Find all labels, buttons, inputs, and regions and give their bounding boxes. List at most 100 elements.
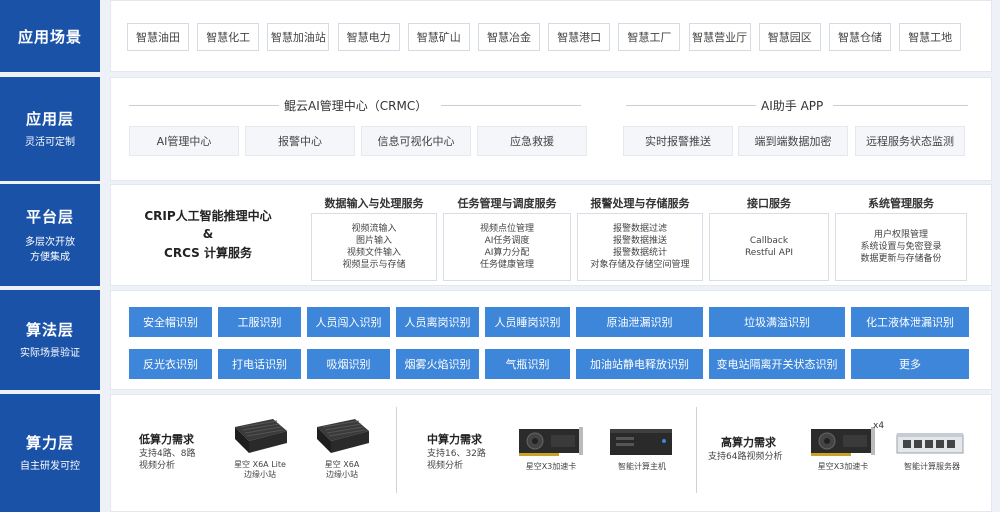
high-compute-title: 高算力需求 — [721, 436, 776, 449]
algorithm-button[interactable]: 打电话识别 — [218, 349, 301, 379]
algorithm-button[interactable]: 气瓶识别 — [485, 349, 570, 379]
algorithm-button[interactable]: 加油站静电释放识别 — [576, 349, 703, 379]
scene-content: 智慧油田智慧化工智慧加油站智慧电力智慧矿山智慧冶金智慧港口智慧工厂智慧营业厅智慧… — [110, 0, 992, 72]
platform-service-line: Restful API — [744, 248, 794, 258]
accelerator-card-icon — [519, 427, 583, 456]
application-content: 鲲云AI管理中心（CRMC） AI助手 APP AI管理中心报警中心信息可视化中… — [110, 77, 992, 181]
compute-divider-1 — [396, 407, 397, 493]
crmc-line-left — [129, 105, 279, 106]
application-layer-subtitle: 灵活可定制 — [25, 137, 75, 148]
algorithm-button[interactable]: 化工液体泄漏识别 — [851, 307, 969, 337]
platform-service-line: AI任务调度 — [484, 236, 530, 246]
high-compute-desc: 支持64路视频分析 — [708, 452, 783, 462]
platform-service-box: 视频流输入图片输入视频文件输入视频显示与存储 — [311, 213, 437, 281]
algorithm-button[interactable]: 人员闯入识别 — [307, 307, 390, 337]
scene-item[interactable]: 智慧加油站 — [267, 23, 330, 51]
algorithm-button[interactable]: 人员离岗识别 — [396, 307, 479, 337]
compute-layer: 算力层 自主研发可控 低算力需求 支持4路、8路 视频分析 星空 X6A Lit… — [0, 394, 1000, 512]
scene-item[interactable]: 智慧营业厅 — [688, 23, 751, 51]
platform-core-amp: & — [202, 227, 214, 241]
compute-layer-subtitle: 自主研发可控 — [20, 461, 80, 472]
edge-station-label-1: 星空 X6A — [324, 460, 360, 469]
crmc-title: 鲲云AI管理中心（CRMC） — [284, 99, 428, 113]
platform-service-title: 数据输入与处理服务 — [324, 197, 424, 210]
scene-item[interactable]: 智慧工厂 — [618, 23, 681, 51]
platform-service-line: 报警数据过滤 — [612, 224, 667, 234]
assistant-line-right — [833, 105, 968, 106]
algorithm-layer-label: 算法层 实际场景验证 — [0, 290, 100, 390]
application-layer-label: 应用层 灵活可定制 — [0, 77, 100, 181]
algorithm-layer-title: 算法层 — [25, 321, 74, 339]
crmc-item[interactable]: 报警中心 — [245, 126, 355, 156]
platform-service-title: 系统管理服务 — [868, 197, 934, 210]
assistant-item[interactable]: 端到端数据加密 — [738, 126, 848, 156]
platform-core: CRIP人工智能推理中心 & CRCS 计算服务 — [123, 207, 293, 261]
algorithm-button[interactable]: 烟雾火焰识别 — [396, 349, 479, 379]
compute-server-label: 智能计算服务器 — [904, 462, 960, 471]
mid-compute-desc-2: 视频分析 — [427, 461, 464, 471]
platform-service-line: AI算力分配 — [484, 248, 530, 258]
scene-layer: 应用场景 智慧油田智慧化工智慧加油站智慧电力智慧矿山智慧冶金智慧港口智慧工厂智慧… — [0, 0, 1000, 72]
platform-layer-subtitle-1: 多层次开放 — [25, 236, 75, 248]
scene-item[interactable]: 智慧仓储 — [829, 23, 891, 51]
accelerator-card-multiplier: x4 — [873, 421, 885, 431]
scene-item[interactable]: 智慧油田 — [127, 23, 189, 51]
scene-item[interactable]: 智慧化工 — [197, 23, 260, 51]
application-layer-title: 应用层 — [25, 110, 74, 128]
algorithm-button[interactable]: 变电站隔离开关状态识别 — [709, 349, 845, 379]
edge-station-icon — [317, 419, 369, 453]
scene-item[interactable]: 智慧园区 — [758, 23, 821, 51]
scene-item[interactable]: 智慧港口 — [548, 23, 611, 51]
algorithm-button[interactable]: 垃圾满溢识别 — [709, 307, 845, 337]
platform-service-box: 报警数据过滤报警数据推送报警数据统计对象存储及存储空间管理 — [577, 213, 703, 281]
crmc-item[interactable]: 应急救援 — [477, 126, 587, 156]
application-layer: 应用层 灵活可定制 鲲云AI管理中心（CRMC） AI助手 APP AI管理中心… — [0, 77, 1000, 181]
mid-compute-title: 中算力需求 — [427, 433, 482, 446]
platform-service-line: 任务健康管理 — [479, 260, 534, 270]
crmc-item[interactable]: AI管理中心 — [129, 126, 239, 156]
scene-item[interactable]: 智慧电力 — [337, 23, 400, 51]
platform-service-line: 对象存储及存储空间管理 — [590, 260, 690, 270]
platform-service-line: 视频点位管理 — [479, 224, 534, 234]
assistant-item[interactable]: 远程服务状态监测 — [855, 126, 965, 156]
algorithm-button[interactable]: 安全帽识别 — [129, 307, 212, 337]
scene-item[interactable]: 智慧矿山 — [407, 23, 470, 51]
algorithm-button[interactable]: 吸烟识别 — [307, 349, 390, 379]
assistant-item[interactable]: 实时报警推送 — [623, 126, 733, 156]
scene-layer-label: 应用场景 — [0, 0, 100, 72]
platform-layer-title: 平台层 — [25, 207, 74, 226]
low-compute-title: 低算力需求 — [139, 433, 194, 446]
scene-item[interactable]: 智慧工地 — [899, 23, 962, 51]
edge-station-label: 星空 X6A 边缘小站 — [306, 460, 378, 480]
platform-service-line: 系统设置与免密登录 — [860, 242, 942, 252]
platform-service-line: 报警数据统计 — [612, 248, 667, 258]
low-compute-desc-1: 支持4路、8路 — [139, 449, 196, 459]
edge-station-lite-icon — [235, 419, 287, 453]
algorithm-button[interactable]: 更多 — [851, 349, 969, 379]
accelerator-card-x4-icon — [811, 427, 875, 456]
platform-core-line-1: CRIP人工智能推理中心 — [144, 209, 272, 223]
algorithm-button[interactable]: 反光衣识别 — [129, 349, 212, 379]
algorithm-layer-subtitle: 实际场景验证 — [20, 348, 80, 359]
algorithm-layer: 算法层 实际场景验证 安全帽识别工服识别人员闯入识别人员离岗识别人员睡岗识别原油… — [0, 290, 1000, 390]
platform-service-box: 用户权限管理系统设置与免密登录数据更新与存储备份 — [835, 213, 967, 281]
platform-service-line: Callback — [749, 236, 789, 246]
algorithm-button[interactable]: 人员睡岗识别 — [485, 307, 570, 337]
accelerator-card-label: 星空X3加速卡 — [525, 462, 577, 471]
scene-item[interactable]: 智慧冶金 — [478, 23, 540, 51]
platform-service-line: 报警数据推送 — [612, 236, 667, 246]
platform-service-line: 视频文件输入 — [346, 248, 401, 258]
mid-compute-desc-1: 支持16、32路 — [427, 449, 486, 459]
crmc-item[interactable]: 信息可视化中心 — [361, 126, 471, 156]
platform-service-column: 数据输入与处理服务视频流输入图片输入视频文件输入视频显示与存储 — [311, 195, 437, 285]
platform-core-line-2: CRCS 计算服务 — [164, 246, 252, 260]
compute-server-icon — [896, 433, 964, 454]
algorithm-button[interactable]: 原油泄漏识别 — [576, 307, 703, 337]
platform-service-title: 报警处理与存储服务 — [590, 197, 690, 210]
algorithm-button[interactable]: 工服识别 — [218, 307, 301, 337]
crmc-line-right — [441, 105, 581, 106]
compute-layer-title: 算力层 — [25, 434, 74, 452]
